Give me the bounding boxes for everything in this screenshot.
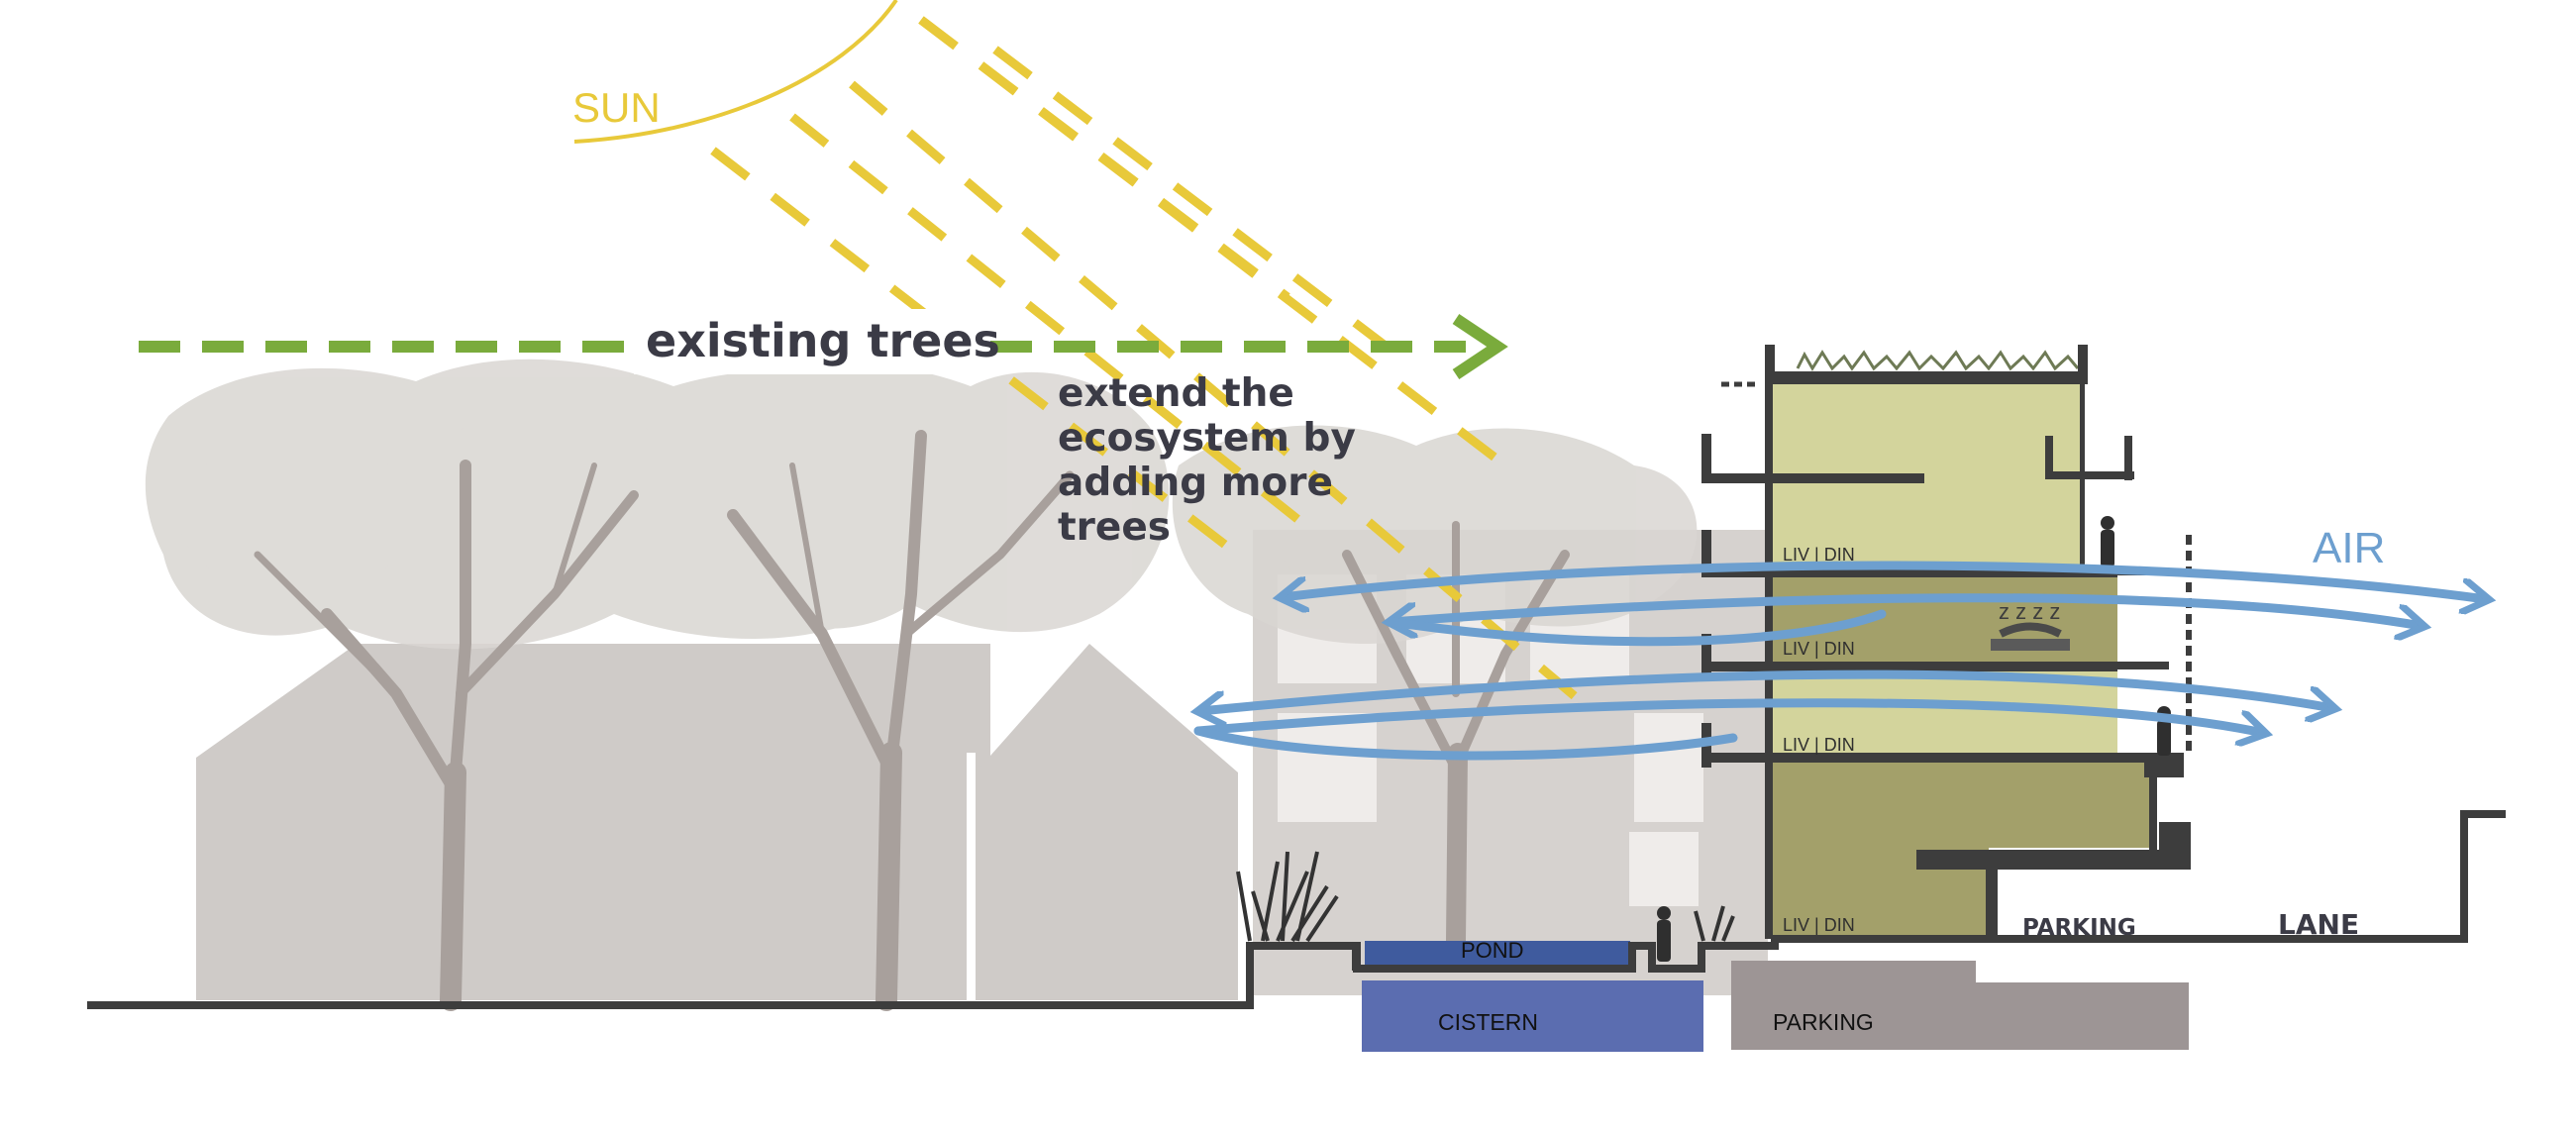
- parking-lower-label: PARKING: [1773, 1009, 1874, 1035]
- building-wall: [1765, 384, 1773, 939]
- extend-line-4: trees: [1058, 505, 1171, 550]
- existing-trees-arrow: existing trees: [139, 309, 1508, 379]
- air-flow-lower-3: [1193, 726, 1738, 761]
- green-roof: [1796, 350, 2080, 371]
- parking-upper-fill: [1991, 867, 2387, 938]
- air-flow-lower-2: [1193, 698, 2263, 733]
- parking-lower: [1731, 961, 2189, 1050]
- cistern: [1362, 980, 1703, 1052]
- air-flow-upper-1: [1283, 561, 2486, 599]
- ground-section: POND CISTERN PARKING LANE: [87, 810, 2506, 1052]
- sun-group: SUN: [572, 0, 1597, 717]
- sun-arc: [573, 0, 898, 144]
- floor-1-fill: [1773, 757, 2154, 848]
- air-flows: [1193, 561, 2486, 761]
- house-left: [196, 644, 990, 1000]
- bed-icon: [1991, 639, 2070, 651]
- pond-label: POND: [1461, 938, 1524, 963]
- existing-trees-label: existing trees: [646, 314, 1000, 367]
- ground-line: [87, 810, 2506, 1009]
- extend-line-3: adding more: [1058, 461, 1333, 505]
- house-middle: [976, 644, 1238, 1000]
- building-section: z z z z LIV | DIN LIV | DIN LIV | DIN LI…: [1657, 345, 2387, 962]
- pond: [1365, 941, 1630, 966]
- pond-plants: [1236, 851, 1735, 943]
- lane-label: LANE: [2278, 908, 2359, 941]
- extend-line-1: extend the: [1058, 371, 1294, 416]
- house-divider: [967, 753, 976, 1000]
- air-flow-upper-2: [1391, 593, 2421, 626]
- cistern-label: CISTERN: [1438, 1009, 1538, 1035]
- roof-slab: [1765, 371, 2087, 384]
- floor-label-liv-din-4: LIV | DIN: [1783, 915, 1855, 935]
- arrow-head-icon: [1452, 314, 1508, 379]
- tree-trunk-2: [727, 430, 1075, 1011]
- extend-line-2: ecosystem by: [1058, 416, 1356, 461]
- tree-trunk-1: [254, 460, 639, 1011]
- sleep-z-icon: z z z z: [1999, 599, 2060, 624]
- sun-label: SUN: [572, 84, 661, 131]
- extend-ecosystem-text: extend the ecosystem by adding more tree…: [1058, 371, 1356, 550]
- air-flow-upper-3: [1387, 609, 1887, 647]
- floor-label-liv-din-1: LIV | DIN: [1783, 545, 1855, 565]
- air-label: AIR: [2313, 524, 2385, 572]
- air-flow-lower-1: [1200, 669, 2332, 711]
- floor-label-liv-din-3: LIV | DIN: [1783, 735, 1855, 755]
- sun-rays: [710, 16, 1597, 717]
- floor-label-liv-din-2: LIV | DIN: [1783, 639, 1855, 659]
